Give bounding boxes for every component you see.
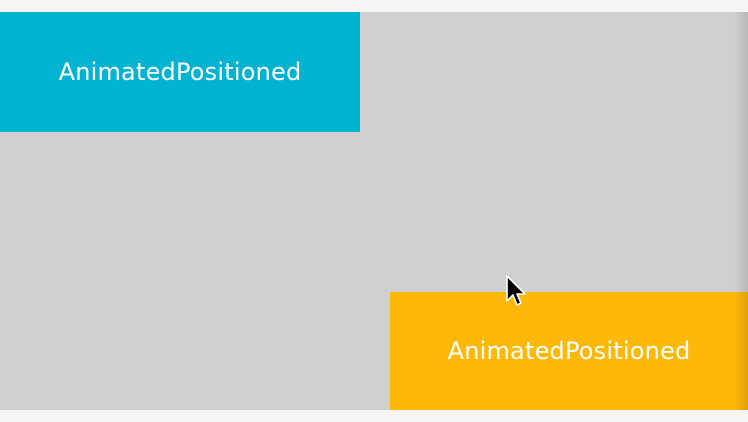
stack-area: AnimatedPositioned AnimatedPositioned bbox=[0, 12, 748, 410]
animated-positioned-box-top-left[interactable]: AnimatedPositioned bbox=[0, 12, 360, 132]
box-label: AnimatedPositioned bbox=[58, 58, 302, 86]
animated-positioned-box-bottom-right[interactable]: AnimatedPositioned bbox=[390, 292, 748, 410]
box-label: AnimatedPositioned bbox=[447, 337, 691, 365]
mouse-pointer-icon bbox=[506, 275, 526, 306]
